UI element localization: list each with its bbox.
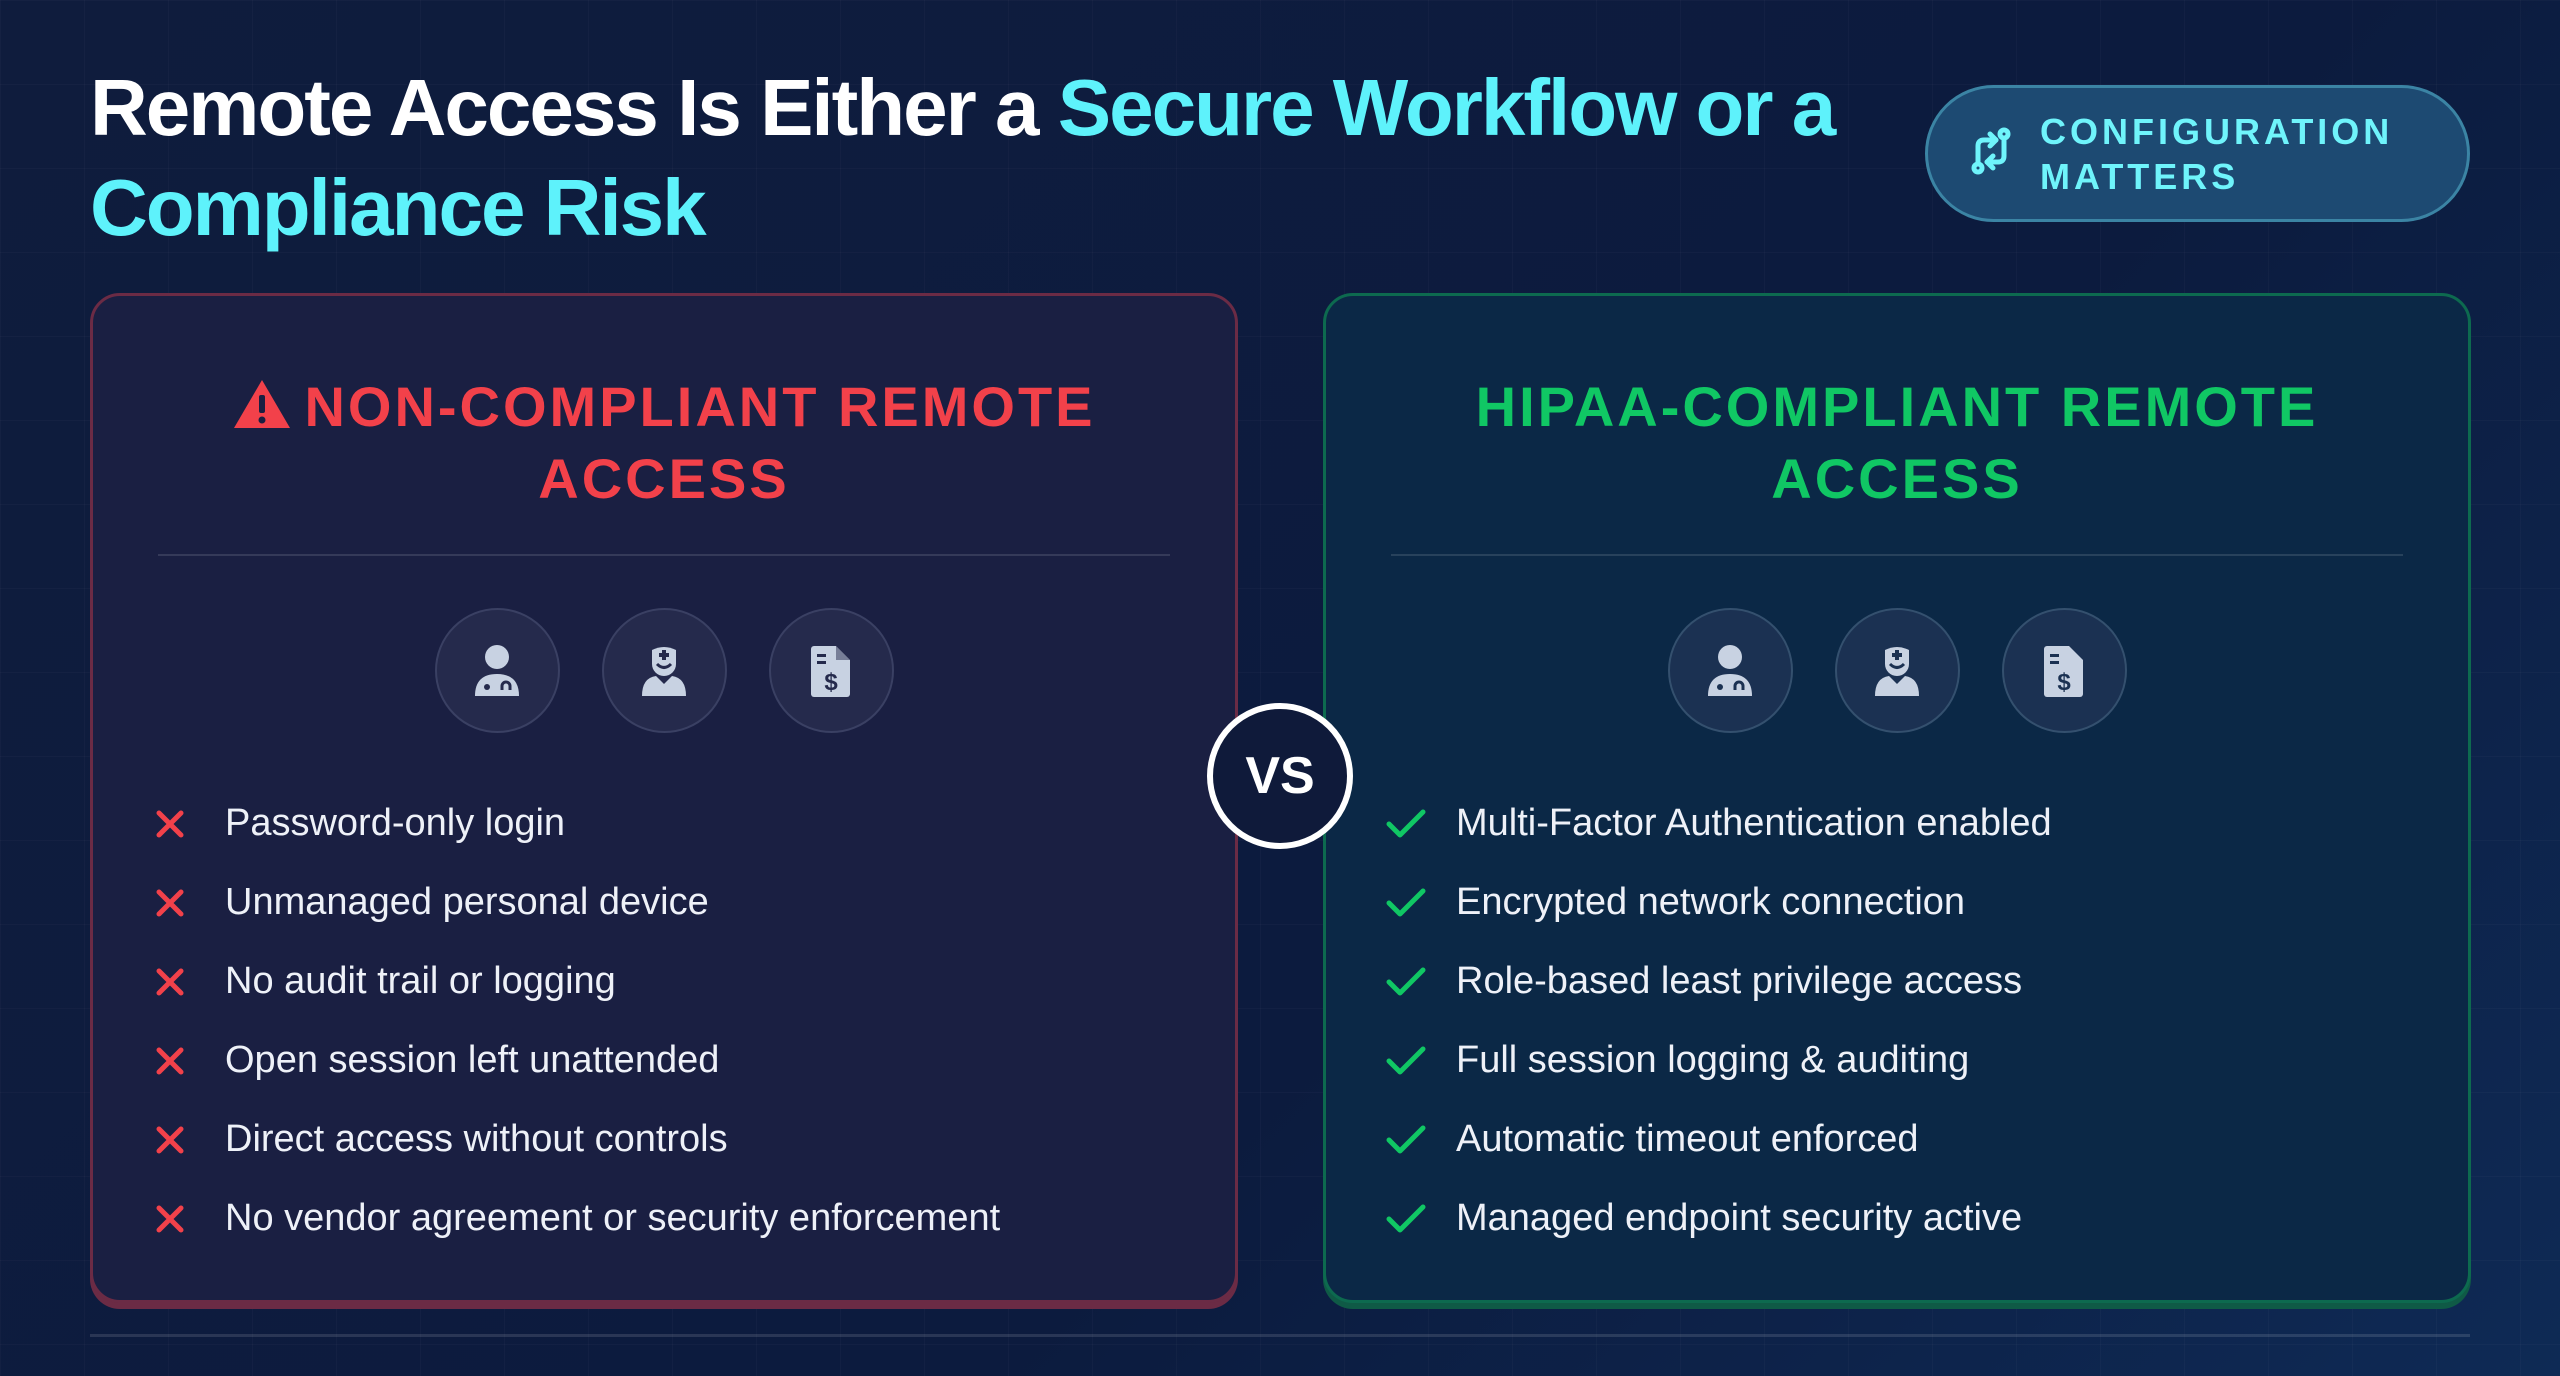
item-text: Full session logging & auditing — [1456, 1039, 1970, 1081]
title-plain: Remote Access Is Either a — [90, 63, 1058, 152]
hipaa-compliant-card: HIPAA-COMPLIANT REMOTE ACCESS $ Multi-Fa… — [1323, 293, 2471, 1303]
check-icon — [1386, 1046, 1456, 1076]
item-text: Encrypted network connection — [1456, 881, 1966, 923]
item-text: Direct access without controls — [225, 1118, 728, 1160]
title-highlight: Secure Workflow or a Compliance Risk — [90, 63, 1836, 252]
doctor-icon — [434, 608, 560, 733]
check-icon — [1386, 1125, 1456, 1155]
svg-text:$: $ — [824, 669, 838, 696]
role-icons: $ — [93, 608, 1235, 733]
item-text: Role-based least privilege access — [1456, 960, 2023, 1002]
badge-label: CONFIGURATION MATTERS — [2040, 110, 2394, 197]
x-icon — [155, 967, 225, 997]
x-icon — [155, 1204, 225, 1234]
item-text: Unmanaged personal device — [225, 881, 709, 923]
list-item: No vendor agreement or security enforcem… — [155, 1179, 1000, 1258]
heading-text: NON-COMPLIANT REMOTE ACCESS — [304, 375, 1096, 510]
divider — [1391, 554, 2403, 556]
svg-text:$: $ — [2057, 669, 2071, 696]
check-icon — [1386, 888, 1456, 918]
check-icon — [1386, 1204, 1456, 1234]
nurse-icon — [601, 608, 727, 733]
role-icons: $ — [1326, 608, 2468, 733]
bottom-divider — [90, 1334, 2470, 1337]
vs-badge: VS — [1207, 703, 1353, 849]
warning-triangle-icon — [232, 375, 304, 438]
item-text: Password-only login — [225, 802, 566, 844]
check-icon — [1386, 809, 1456, 839]
list-item: Managed endpoint security active — [1386, 1179, 2052, 1258]
x-icon — [155, 1046, 225, 1076]
non-compliant-heading: NON-COMPLIANT REMOTE ACCESS — [93, 371, 1235, 515]
item-text: Multi-Factor Authentication enabled — [1456, 802, 2052, 844]
list-item: No audit trail or logging — [155, 942, 1000, 1021]
list-item: Full session logging & auditing — [1386, 1021, 2052, 1100]
item-text: No vendor agreement or security enforcem… — [225, 1197, 1001, 1239]
list-item: Multi-Factor Authentication enabled — [1386, 784, 2052, 863]
divider — [158, 554, 1170, 556]
check-icon — [1386, 967, 1456, 997]
nurse-icon — [1834, 608, 1960, 733]
safeguard-list: Multi-Factor Authentication enabled Encr… — [1386, 784, 2052, 1258]
page-title: Remote Access Is Either a Secure Workflo… — [90, 58, 1930, 258]
x-icon — [155, 888, 225, 918]
invoice-dollar-icon: $ — [768, 608, 894, 733]
item-text: Automatic timeout enforced — [1456, 1118, 1919, 1160]
item-text: Managed endpoint security active — [1456, 1197, 2023, 1239]
configuration-badge: CONFIGURATION MATTERS — [1925, 85, 2470, 222]
list-item: Direct access without controls — [155, 1100, 1000, 1179]
item-text: No audit trail or logging — [225, 960, 616, 1002]
list-item: Automatic timeout enforced — [1386, 1100, 2052, 1179]
list-item: Encrypted network connection — [1386, 863, 2052, 942]
risk-list: Password-only login Unmanaged personal d… — [155, 784, 1000, 1258]
list-item: Unmanaged personal device — [155, 863, 1000, 942]
doctor-icon — [1667, 608, 1793, 733]
x-icon — [155, 809, 225, 839]
item-text: Open session left unattended — [225, 1039, 720, 1081]
list-item: Open session left unattended — [155, 1021, 1000, 1100]
non-compliant-card: NON-COMPLIANT REMOTE ACCESS $ Password-o… — [90, 293, 1238, 1303]
invoice-dollar-icon: $ — [2001, 608, 2127, 733]
hipaa-compliant-heading: HIPAA-COMPLIANT REMOTE ACCESS — [1475, 375, 2319, 510]
x-icon — [155, 1125, 225, 1155]
git-compare-arrows-icon — [1970, 126, 2014, 181]
list-item: Password-only login — [155, 784, 1000, 863]
list-item: Role-based least privilege access — [1386, 942, 2052, 1021]
